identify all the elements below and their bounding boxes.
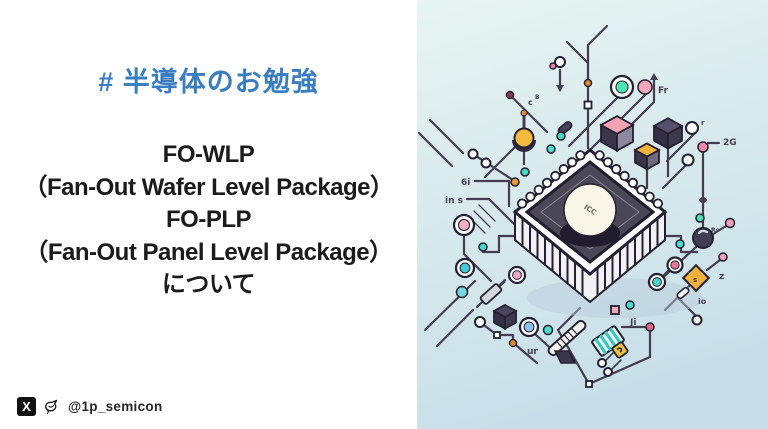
x-logo-icon: X [17,397,36,416]
svg-text:ur: ur [527,347,538,357]
title-line: （Fan-Out Wafer Level Package） [23,173,394,201]
title-line: について [161,271,256,298]
svg-text:r: r [701,119,705,127]
svg-text:2G: 2G [723,138,737,148]
svg-text:Ji: Ji [629,318,636,328]
svg-text:c: c [528,98,533,107]
handle-text: @1p_semicon [68,399,163,414]
svg-text:s: s [693,276,697,284]
svg-text:Fr: Fr [658,86,669,96]
svg-text:Rs: Rs [711,227,720,234]
hashtag-heading: # 半導体のお勉強 [98,67,319,97]
svg-text:B: B [535,94,540,101]
title-line: FO-PLP [166,206,252,233]
svg-text:in s: in s [445,196,463,206]
svg-text:6i: 6i [461,178,470,188]
svg-text:io: io [698,297,707,306]
svg-text:z: z [719,272,724,282]
note-bird-icon [43,398,61,415]
title-line: （Fan-Out Panel Level Package） [24,238,393,266]
title-line: FO-WLP [162,141,255,168]
title-block: FO-WLP （Fan-Out Wafer Level Package） FO-PL… [23,139,394,302]
circuit-cubes [492,115,684,331]
circuit-widgets [476,109,711,364]
left-panel: # 半導体のお勉強 FO-WLP （Fan-Out Wafer Level Pac… [17,67,395,416]
footer: X @1p_semicon [17,397,163,416]
circuit-nodes [452,56,736,388]
